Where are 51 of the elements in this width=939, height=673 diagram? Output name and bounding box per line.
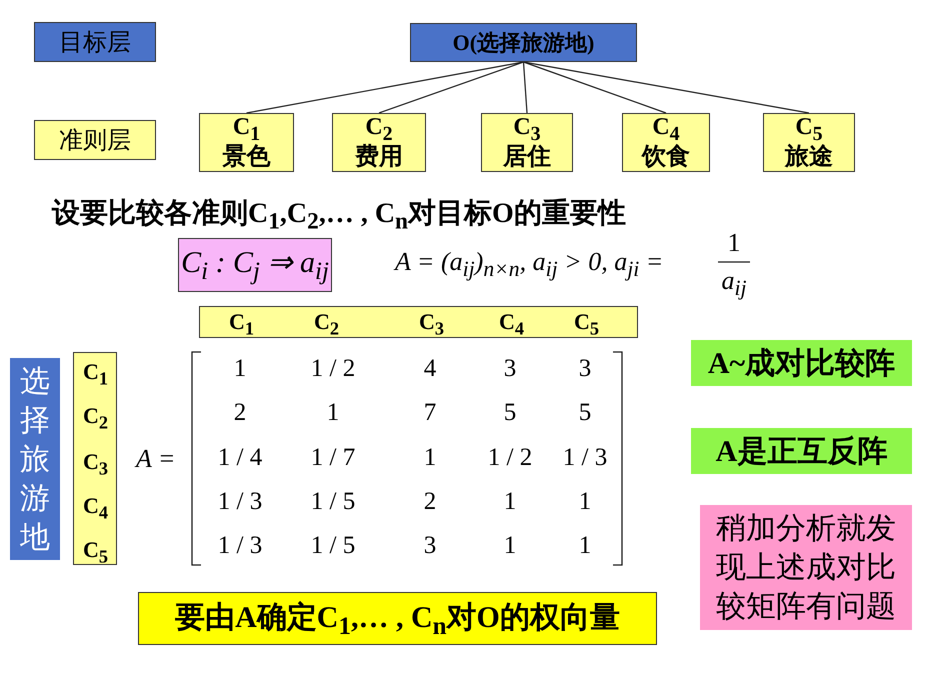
- column-header-box: C$_{1}$ C$_{2}$ C$_{3}$ C$_{4}$ C$_{5}$: [199, 306, 638, 338]
- matrix-entry: 1: [424, 444, 436, 472]
- criterion-box: C$_{3}$ 居住: [481, 113, 573, 172]
- matrix-entry: 5: [578, 399, 592, 427]
- fraction-numerator: 1: [728, 228, 740, 258]
- sentence-text: 设要比较各准则C$_{1}$,C$_{2}$,… , C$_{n}$对目标O的重要性: [52, 197, 626, 236]
- matrix-entry: 1 / 3: [218, 488, 262, 516]
- criterion-box: C$_{5}$ 旅途: [763, 113, 855, 172]
- vertical-label-box: 选择旅游地: [10, 358, 60, 560]
- matrix-entry: 3: [578, 355, 592, 383]
- formula-text: A =: [136, 444, 176, 474]
- formula-text: A = (a$_{ij}$)$_{n×n}$, a$_{ij}$ > 0, a$_{ji}$ =: [395, 247, 664, 282]
- matrix-entry: 1: [234, 355, 246, 383]
- matrix-entry: 1 / 5: [310, 488, 356, 516]
- matrix-entry: 4: [424, 355, 436, 383]
- matrix-entry: 2: [424, 488, 436, 516]
- matrix-entry: 1: [326, 399, 340, 427]
- layer-label-box: 准则层: [34, 120, 156, 160]
- layer-label-box: 目标层: [34, 22, 156, 62]
- matrix-entry: 1 / 3: [218, 532, 262, 560]
- formula-box: C$_{i}$ : C$_{j}$ ⇒ a$_{ij}$: [178, 238, 332, 292]
- matrix-entry: 7: [424, 399, 436, 427]
- criterion-box: C$_{4}$ 饮食: [622, 113, 710, 172]
- matrix-entry: 1: [504, 488, 516, 516]
- matrix-entry: 2: [234, 399, 246, 427]
- matrix-entry: 1 / 7: [310, 444, 356, 472]
- connector-line: [523, 61, 810, 114]
- row-header-box: C$_{1}$ C$_{2}$ C$_{3}$ C$_{4}$ C$_{5}$: [73, 352, 117, 565]
- note-box: 要由A确定C$_{1}$,… , C$_{n}$对O的权向量: [138, 592, 657, 645]
- fraction-denominator: a$_{ij}$: [721, 266, 747, 302]
- connector-line: [522, 62, 528, 114]
- matrix-entry: 5: [504, 399, 516, 427]
- matrix-entry: 1 / 4: [218, 444, 262, 472]
- connector-line: [378, 61, 524, 114]
- note-box: A~成对比较阵: [691, 340, 912, 386]
- note-box: 稍加分析就发现上述成对比较矩阵有问题: [700, 505, 912, 630]
- matrix-entry: 1: [578, 488, 592, 516]
- criterion-box: C$_{1}$ 景色: [199, 113, 294, 172]
- note-box: A是正互反阵: [691, 428, 912, 474]
- matrix-entry: 3: [504, 355, 516, 383]
- connector-line: [523, 61, 666, 114]
- goal-box: O(选择旅游地): [410, 23, 637, 62]
- matrix-entry: 1 / 2: [488, 444, 532, 472]
- matrix-entry: 1: [578, 532, 592, 560]
- matrix-entry: 1 / 2: [310, 355, 356, 383]
- matrix-entry: 3: [424, 532, 436, 560]
- matrix-entry: 1 / 5: [310, 532, 356, 560]
- matrix-entry: 1 / 3: [562, 444, 608, 472]
- matrix-entry: 1: [504, 532, 516, 560]
- criterion-box: C$_{2}$ 费用: [332, 113, 426, 172]
- connector-line: [246, 61, 524, 114]
